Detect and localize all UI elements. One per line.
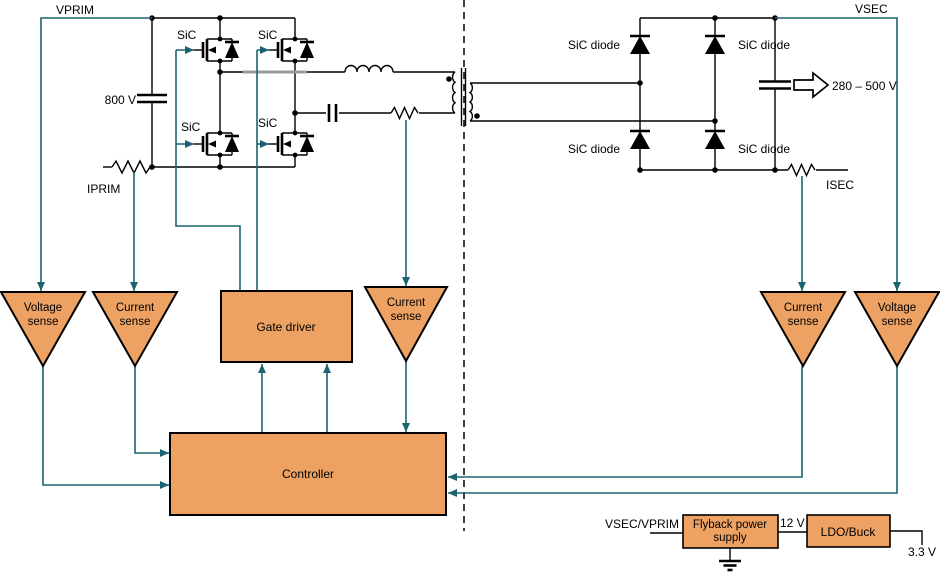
sense-block-link-current: Current sense bbox=[363, 286, 449, 364]
sense-block-prim-voltage: Voltage sense bbox=[0, 291, 87, 369]
sic-diode-d4 bbox=[703, 127, 727, 153]
gate-drive-left-leg-wire bbox=[175, 50, 241, 290]
ldo-buck-label: LDO/Buck bbox=[821, 525, 877, 539]
transformer bbox=[446, 68, 480, 126]
sec-current-to-controller-wire bbox=[448, 366, 803, 481]
sec-current-sense-label-1: Current bbox=[784, 302, 823, 314]
controller-label: Controller bbox=[282, 467, 334, 481]
sic-mosfet-q4 bbox=[267, 129, 316, 159]
aux-input-label: VSEC/VPRIM bbox=[605, 517, 679, 531]
sense-block-prim-current: Current sense bbox=[91, 291, 179, 369]
transformer-secondary-winding bbox=[468, 82, 474, 122]
sic-mosfet-q3 bbox=[192, 129, 241, 159]
sic-label-q2: SiC bbox=[258, 28, 278, 42]
output-voltage-label: 280 – 500 V bbox=[832, 79, 897, 93]
secondary-rectifier bbox=[470, 17, 848, 178]
vprim-label: VPRIM bbox=[56, 3, 94, 17]
link-current-sense-label-2: sense bbox=[391, 311, 422, 323]
prim-voltage-to-controller-wire bbox=[42, 366, 169, 489]
iprim-label: IPRIM bbox=[87, 182, 120, 196]
transformer-primary-winding bbox=[451, 71, 457, 114]
primary-polarity-dot bbox=[446, 76, 452, 82]
iprim-shunt-resistor bbox=[111, 159, 151, 175]
series-capacitor bbox=[327, 104, 338, 122]
link-sense-resistor bbox=[390, 105, 419, 121]
junction-dots bbox=[149, 15, 778, 173]
series-inductor bbox=[344, 64, 394, 73]
bus-voltage-label: 800 V bbox=[105, 93, 136, 107]
controller-block: Controller bbox=[169, 432, 447, 516]
vprim-sense-wire bbox=[37, 17, 152, 291]
vsec-label: VSEC bbox=[855, 2, 888, 16]
dc-link-capacitor bbox=[137, 18, 167, 167]
output-capacitor bbox=[759, 18, 791, 170]
signal-wiring bbox=[37, 17, 901, 497]
rail-12v-label: 12 V bbox=[780, 516, 805, 530]
sic-diode-label-d3: SiC diode bbox=[568, 142, 620, 156]
sec-voltage-sense-label-2: sense bbox=[882, 316, 913, 328]
isec-shunt-resistor bbox=[787, 162, 816, 178]
rail-3v3-label: 3.3 V bbox=[908, 545, 936, 559]
sec-current-sense-label-2: sense bbox=[788, 316, 819, 328]
isec-label: ISEC bbox=[826, 178, 854, 192]
sic-diode-d1 bbox=[628, 32, 652, 58]
prim-current-to-controller-wire bbox=[134, 366, 169, 457]
sec-voltage-to-controller-wire bbox=[448, 366, 898, 497]
resonant-tank bbox=[220, 64, 455, 122]
sec-voltage-sense-label-1: Voltage bbox=[878, 302, 916, 314]
gate-driver-block: Gate driver bbox=[220, 290, 353, 363]
flyback-label-1: Flyback power bbox=[693, 519, 767, 531]
sic-diode-d2 bbox=[703, 32, 727, 58]
sic-diode-label-d2: SiC diode bbox=[738, 38, 790, 52]
ground-icon bbox=[719, 548, 741, 572]
flyback-label-2: supply bbox=[713, 532, 746, 544]
prim-current-sense-label-2: sense bbox=[120, 316, 151, 328]
sense-block-sec-voltage: Voltage sense bbox=[853, 291, 940, 369]
link-current-sense-label-1: Current bbox=[387, 297, 426, 309]
sic-diode-d3 bbox=[628, 127, 652, 153]
prim-current-sense-label-1: Current bbox=[116, 302, 155, 314]
sense-block-sec-current: Current sense bbox=[759, 291, 847, 369]
output-voltage-arrow-icon bbox=[793, 71, 830, 99]
ldo-buck-block bbox=[806, 514, 891, 548]
sic-label-q4: SiC bbox=[258, 116, 278, 130]
gate-driver-label: Gate driver bbox=[256, 320, 315, 334]
sic-label-q1: SiC bbox=[177, 28, 197, 42]
aux-supply-chain: Flyback power supply LDO/Buck bbox=[650, 514, 923, 572]
vsec-sense-wire bbox=[775, 17, 901, 291]
sic-mosfet-q1 bbox=[192, 35, 241, 65]
prim-voltage-sense-label-1: Voltage bbox=[24, 302, 62, 314]
sic-diode-label-d4: SiC diode bbox=[738, 142, 790, 156]
sic-diode-label-d1: SiC diode bbox=[568, 38, 620, 52]
sic-label-q3: SiC bbox=[181, 120, 201, 134]
prim-voltage-sense-label-2: sense bbox=[28, 316, 59, 328]
secondary-polarity-dot bbox=[474, 113, 480, 119]
